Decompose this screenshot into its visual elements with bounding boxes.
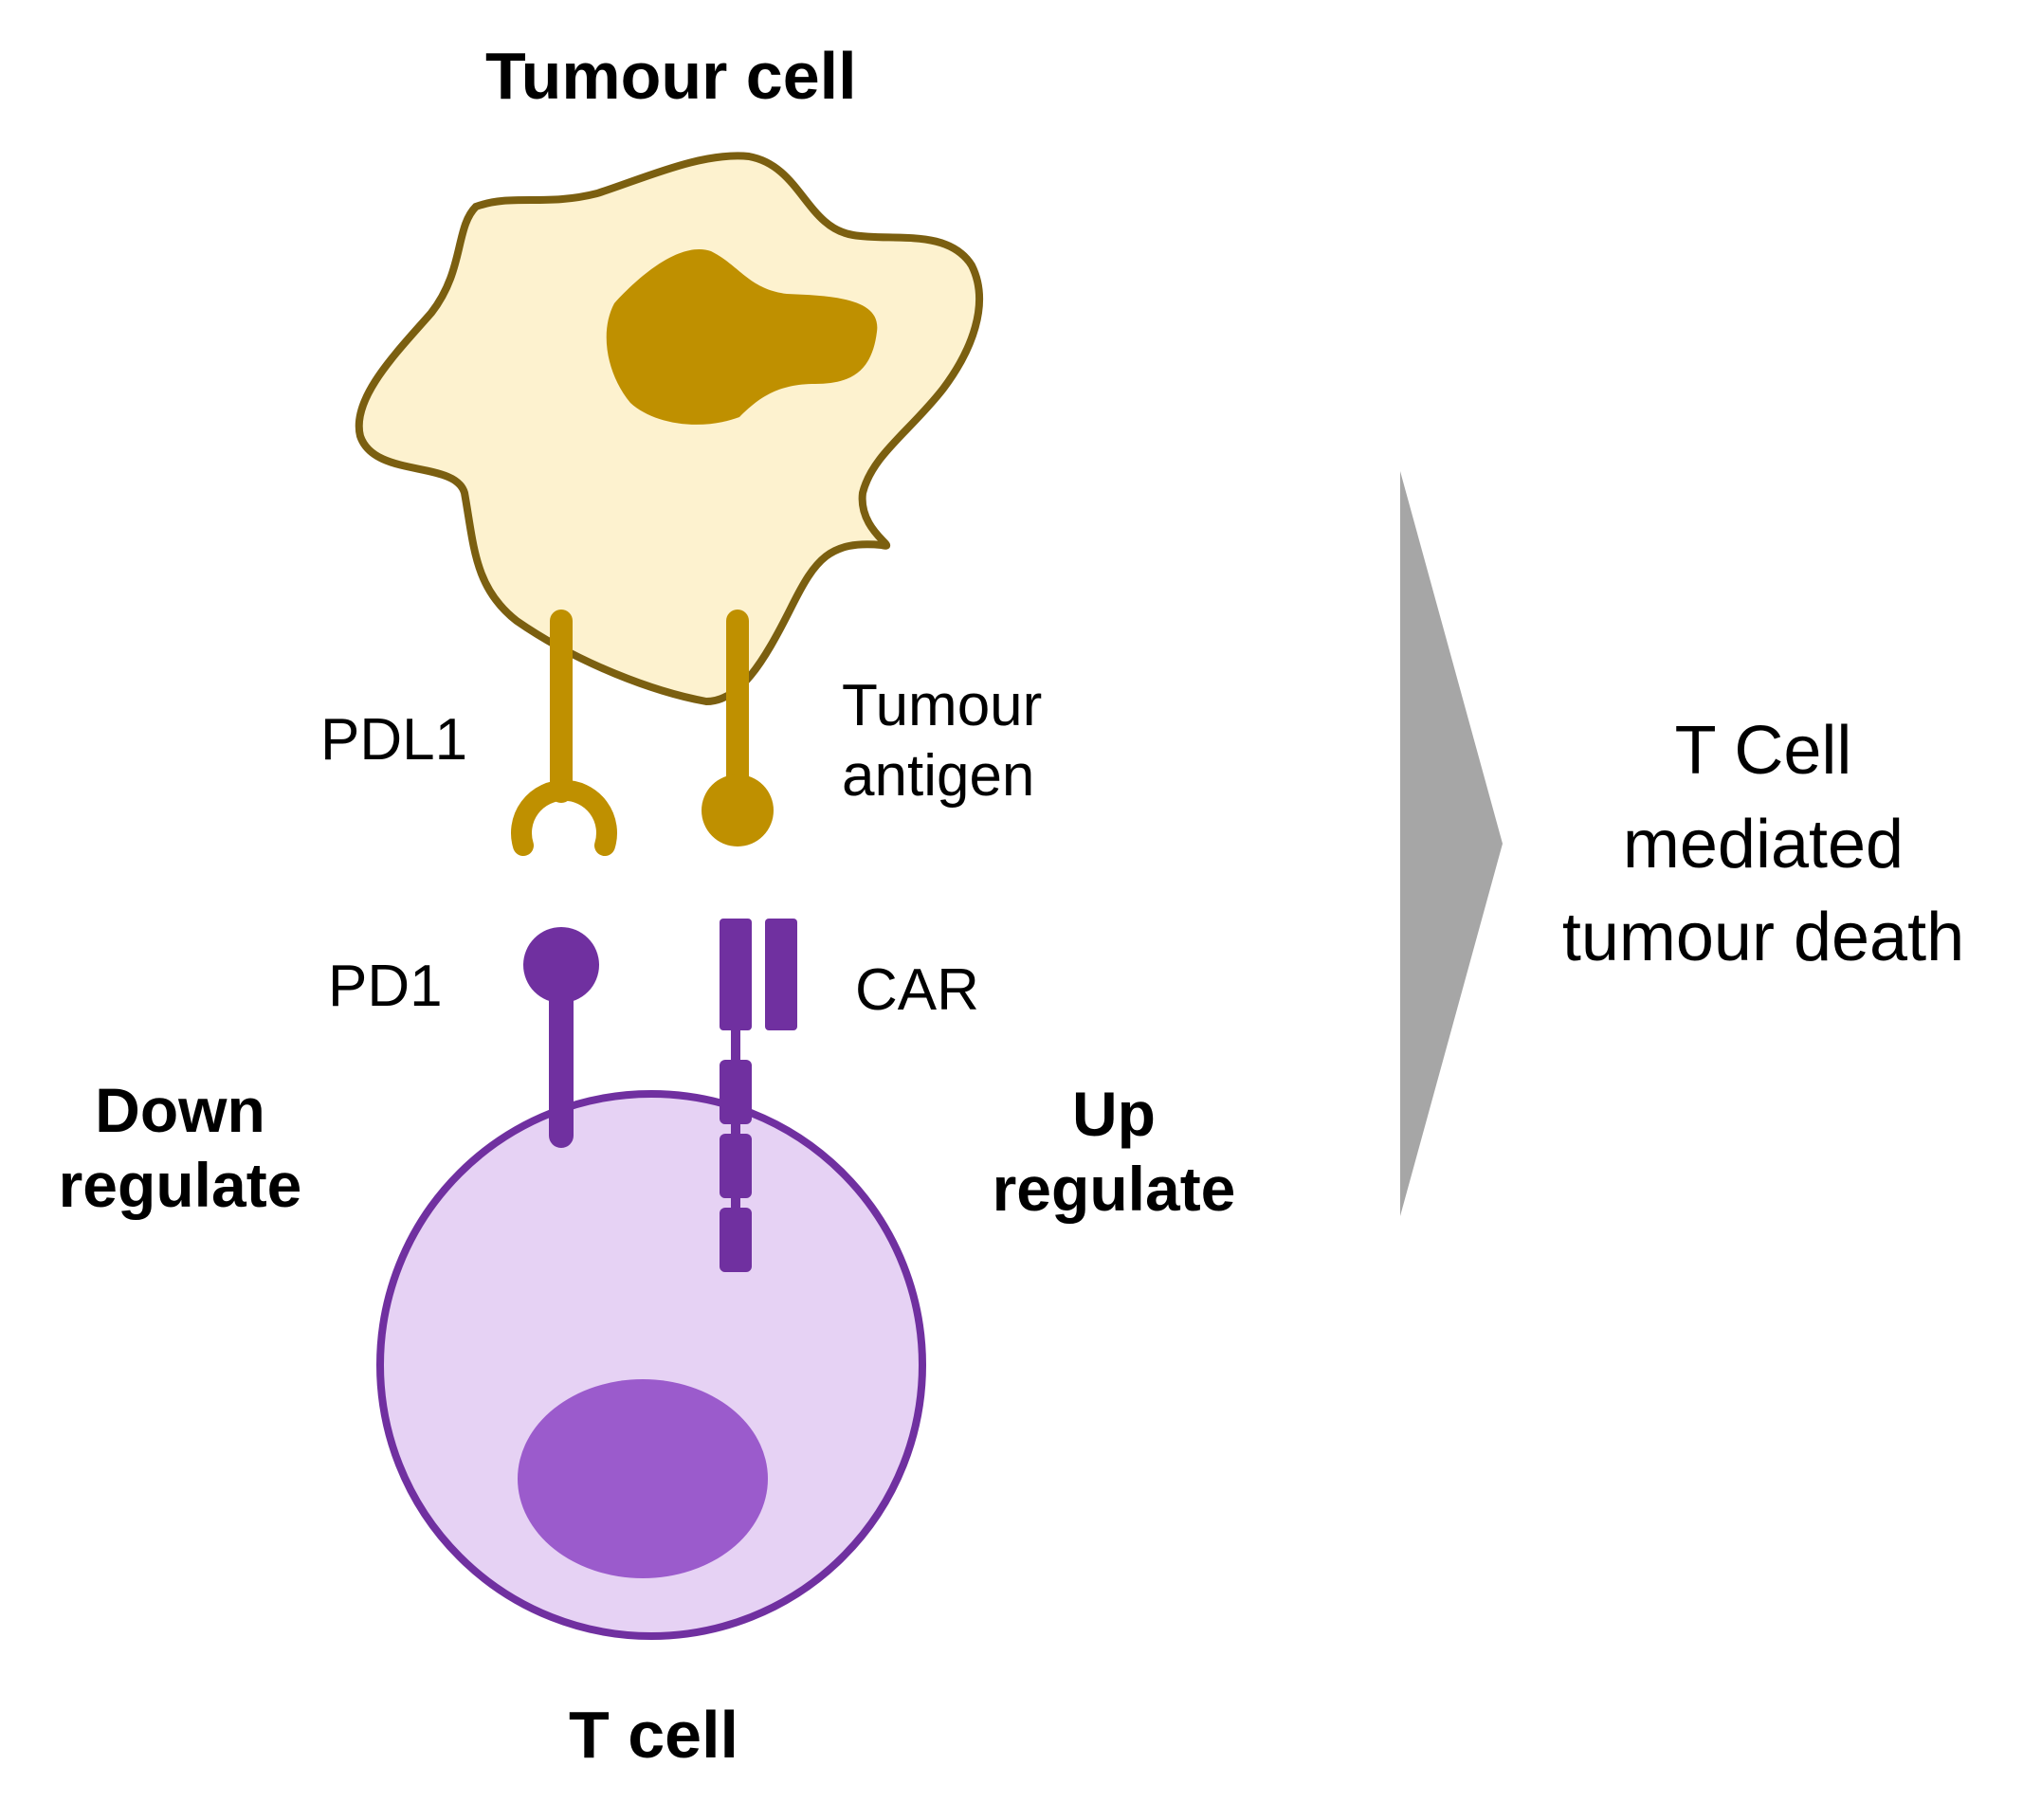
t-cell-body [376, 1090, 926, 1640]
t-cell-nucleus [518, 1379, 768, 1578]
result-line2: mediated [1622, 806, 1905, 883]
result-label: T Cell mediated tumour death [1536, 704, 1991, 985]
car-domain-right [765, 919, 797, 1030]
car-segment-2 [720, 1134, 752, 1198]
pd1-ball [523, 927, 599, 1003]
down-regulate-label: Down regulate [47, 1073, 313, 1223]
tumour-cell-title: Tumour cell [485, 39, 857, 113]
tumour-antigen-label: Tumour antigen [842, 671, 1042, 812]
pdl1-receptor [511, 610, 617, 856]
tumour-cell-body [355, 152, 983, 706]
tumour-nucleus [606, 249, 878, 425]
car-segment-3 [720, 1208, 752, 1272]
result-arrow [1400, 471, 1503, 1216]
up-regulate-label: Up regulate [976, 1077, 1251, 1227]
result-line3: tumour death [1561, 900, 1965, 976]
up-regulate-line1: Up [1072, 1079, 1156, 1149]
car-segment-1 [720, 1060, 752, 1124]
result-line1: T Cell [1674, 713, 1852, 789]
car-domain-left [720, 919, 752, 1030]
car-label: CAR [855, 957, 979, 1023]
pdl1-label: PDL1 [320, 707, 468, 773]
down-regulate-line2: regulate [58, 1150, 302, 1221]
car-receptor [720, 919, 797, 1272]
tumour-antigen-label-line1: Tumour [842, 673, 1043, 738]
pd1-receptor [523, 927, 599, 1148]
up-regulate-line2: regulate [992, 1154, 1236, 1225]
pd1-label: PD1 [328, 954, 443, 1019]
tumour-antigen-label-line2: antigen [842, 743, 1035, 810]
tumour-antigen-receptor [702, 610, 774, 846]
down-regulate-line1: Down [95, 1075, 265, 1145]
pdl1-cup [511, 779, 617, 856]
t-cell-title: T cell [569, 1698, 738, 1772]
tumour-antigen-ball [702, 774, 774, 846]
